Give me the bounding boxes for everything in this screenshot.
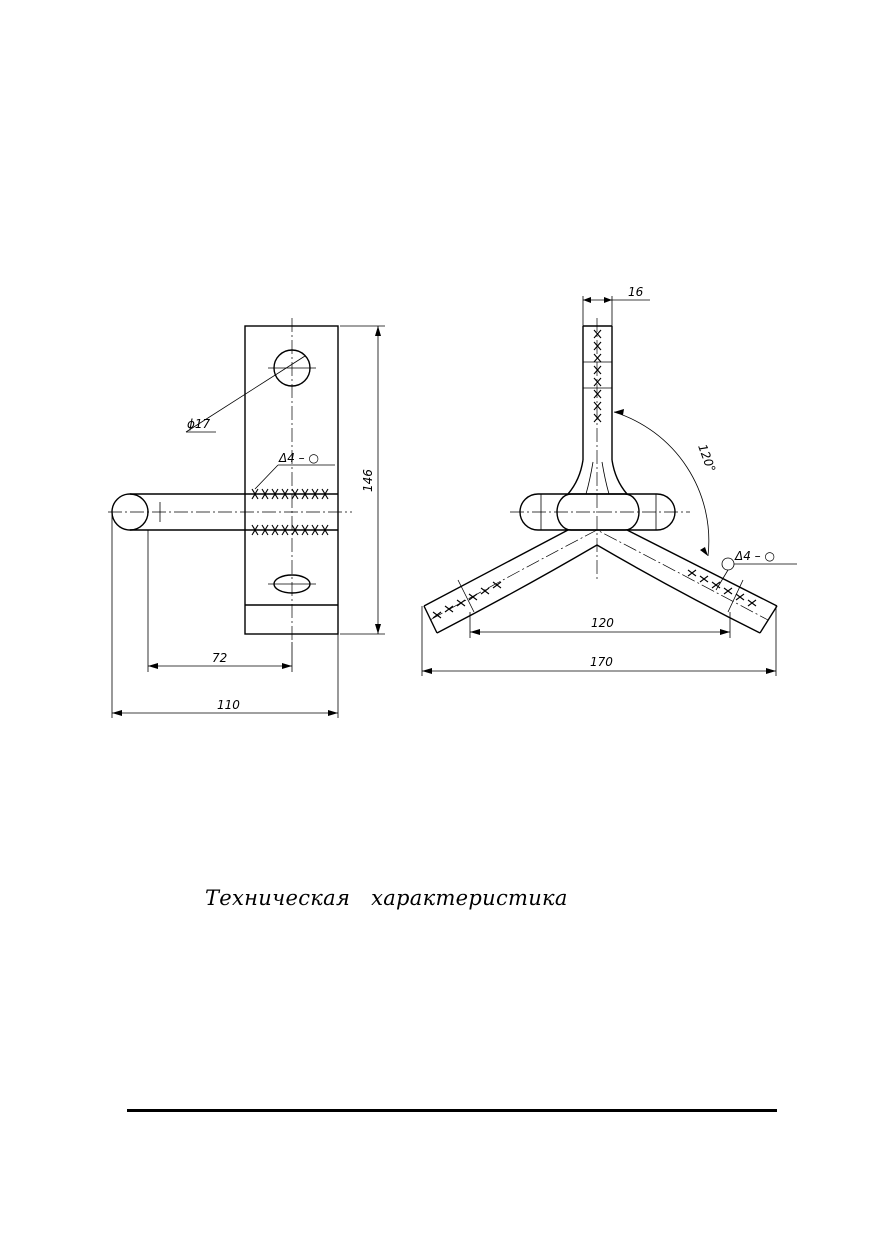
total-span-label: 170 — [590, 655, 613, 669]
dim-16-arrows — [583, 297, 612, 303]
left-view: ϕ17 Δ4 – ○ 146 72 110 — [108, 318, 385, 718]
transition-right — [611, 459, 628, 495]
weld-marks-lower — [432, 569, 757, 619]
left-arm-hatch1 — [457, 579, 475, 613]
right-view: 16 Δ4 – ○ 120° 120 — [421, 285, 797, 676]
mounting-plate — [244, 325, 339, 635]
angle-label: 120° — [695, 442, 718, 474]
hole-diameter-label: ϕ17 — [187, 417, 211, 431]
height-label: 146 — [361, 469, 375, 492]
rod-length-label: 72 — [212, 651, 227, 665]
transition-inner — [585, 461, 610, 495]
caption-technical-characteristics: Техническая характеристика — [205, 886, 568, 910]
lower-arms-bottom — [436, 544, 761, 634]
weld-marks-left — [251, 488, 329, 536]
weld-marks-vertical — [593, 329, 602, 423]
right-arm-top — [626, 529, 778, 607]
angle-arc — [613, 411, 710, 557]
right-arm-hatch1 — [727, 579, 744, 613]
arm-width-label: 16 — [628, 285, 644, 299]
bottom-rule — [127, 1109, 777, 1112]
weld-symbol-right: Δ4 – ○ — [734, 549, 775, 563]
weld-leader-right — [715, 569, 729, 591]
transition-left — [567, 459, 584, 495]
total-width-label: 110 — [217, 698, 240, 712]
weld-leader-left — [254, 464, 279, 490]
right-arm-end — [759, 605, 778, 634]
diameter-leader — [185, 355, 306, 433]
angle-arrows — [614, 409, 708, 556]
left-arm-top — [423, 529, 569, 607]
weld-circle-right — [721, 557, 735, 571]
weld-symbol-left: Δ4 – ○ — [278, 451, 319, 465]
inner-span-label: 120 — [591, 616, 614, 630]
